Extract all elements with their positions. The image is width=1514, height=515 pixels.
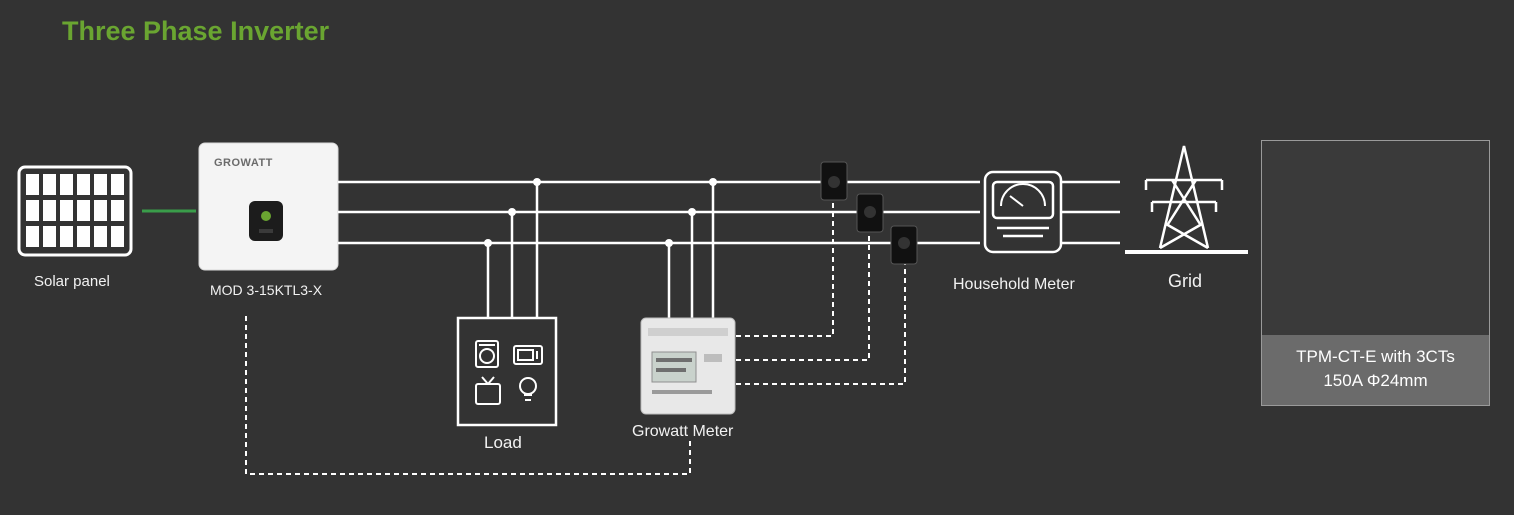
- load-label: Load: [484, 433, 522, 452]
- tv-icon: [475, 376, 501, 405]
- growatt-meter-label: Growatt Meter: [632, 423, 734, 440]
- washing-machine-icon: [475, 340, 499, 368]
- microwave-icon: [513, 345, 543, 365]
- ac-phase-lines: [338, 180, 1120, 245]
- solar-panel-label: Solar panel: [34, 273, 110, 290]
- ct-product-caption: TPM-CT-E with 3CTs 150A Φ24mm: [1262, 335, 1489, 405]
- ct-caption-line2: 150A Φ24mm: [1323, 371, 1428, 390]
- ct-clamp-icon: [820, 161, 848, 201]
- rs485-comm-line: [245, 316, 691, 475]
- solar-panel-icon: [17, 165, 133, 257]
- ct-clamp-icon: [856, 193, 884, 233]
- load-feed-lines: [486, 182, 539, 318]
- ct-product-panel: TPM-CT-E with 3CTs 150A Φ24mm: [1261, 140, 1490, 406]
- meter-feed-lines: [667, 182, 715, 318]
- household-meter-label: Household Meter: [953, 276, 1075, 293]
- inverter-model-label: MOD 3-15KTL3-X: [210, 282, 323, 298]
- inverter-unit: GROWATT: [198, 142, 339, 271]
- current-transformer-icons: [820, 161, 918, 265]
- diagram-title: Three Phase Inverter: [62, 16, 330, 46]
- load-box: [456, 316, 558, 427]
- ct-clamp-icon: [890, 225, 918, 265]
- household-meter-icon: [983, 170, 1063, 254]
- light-bulb-icon: [519, 377, 537, 401]
- ct-signal-lines: [736, 201, 906, 385]
- inverter-brand-text: GROWATT: [214, 157, 273, 169]
- growatt-meter-device: [640, 317, 736, 415]
- transmission-tower-icon: [1125, 145, 1248, 254]
- grid-label: Grid: [1168, 271, 1203, 291]
- ct-caption-line1: TPM-CT-E with 3CTs: [1296, 347, 1455, 366]
